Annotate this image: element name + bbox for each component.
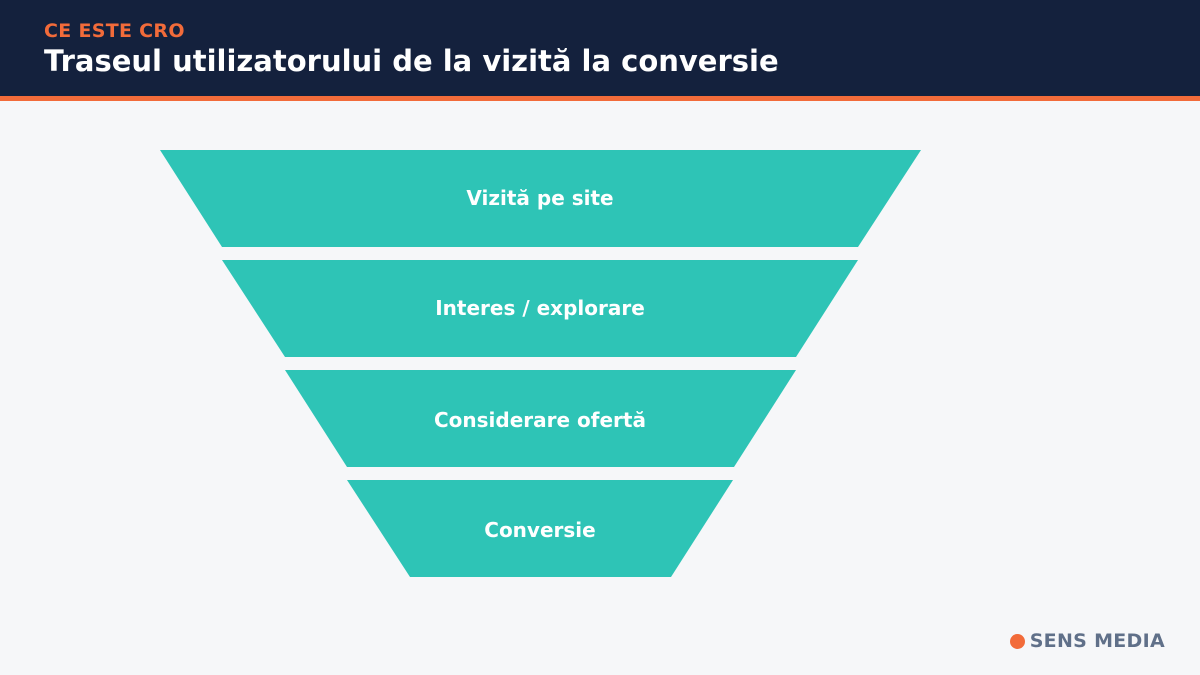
- section-eyebrow: CE ESTE CRO: [44, 20, 185, 42]
- funnel-stage-conversion: Conversie: [347, 480, 733, 577]
- brand-logo: SENS MEDIA: [1009, 630, 1165, 652]
- funnel-stage-interest-label: Interes / explorare: [435, 296, 645, 320]
- funnel-stage-consideration: Considerare ofertă: [285, 370, 796, 467]
- funnel-stage-visit-shape: [160, 150, 921, 247]
- brand-dot-icon: [1009, 633, 1025, 649]
- funnel-stage-interest-shape: [222, 260, 858, 357]
- page-title: Traseul utilizatorului de la vizită la c…: [44, 44, 779, 78]
- header-accent-line: [0, 96, 1200, 101]
- brand-name: SENS MEDIA: [1029, 630, 1165, 652]
- funnel-stage-visit: Vizită pe site: [160, 150, 921, 247]
- funnel-stage-conversion-label: Conversie: [484, 518, 595, 542]
- funnel-stage-visit-label: Vizită pe site: [466, 186, 613, 210]
- funnel-stage-conversion-shape: [347, 480, 733, 577]
- funnel-stage-consideration-shape: [285, 370, 796, 467]
- header-bar: CE ESTE CRO Traseul utilizatorului de la…: [0, 0, 1200, 96]
- funnel-stage-consideration-label: Considerare ofertă: [434, 408, 646, 432]
- funnel-stage-interest: Interes / explorare: [222, 260, 858, 357]
